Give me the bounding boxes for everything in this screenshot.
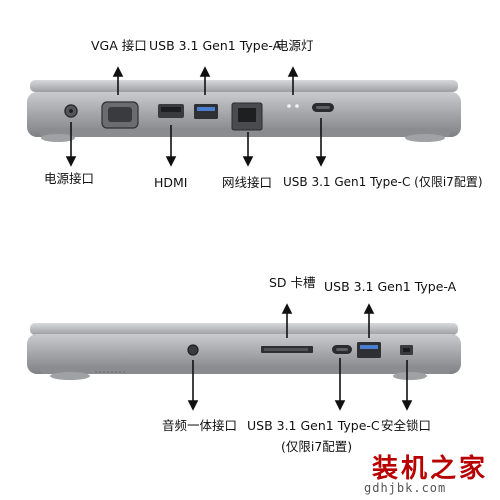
- rubber-foot-right: [405, 134, 445, 142]
- security-lock-slot-inner: [403, 348, 410, 352]
- label-usb-a-port: USB 3.1 Gen1 Type-A: [324, 279, 457, 294]
- label-usb-c-port-note: (仅限i7配置): [281, 439, 353, 454]
- laptop-side-right: [27, 323, 461, 380]
- label-usb-a-port: USB 3.1 Gen1 Type-A: [149, 38, 282, 53]
- laptop-lid: [30, 80, 458, 92]
- label-sd-card-slot: SD 卡槽: [269, 275, 316, 290]
- label-audio-jack: 音频一体接口: [162, 418, 238, 433]
- audio-jack: [187, 344, 199, 356]
- hdmi-port-inner: [161, 107, 181, 112]
- label-vga-port: VGA 接口: [91, 38, 147, 53]
- laptop-lid: [30, 323, 458, 335]
- vga-port-inner: [108, 107, 132, 122]
- laptop-base: [27, 334, 461, 374]
- label-power-led: 电源灯: [276, 38, 314, 53]
- label-power-port: 电源接口: [44, 171, 95, 186]
- watermark-site-name: 装机之家: [372, 454, 489, 484]
- watermark-url: gdhjbk.com: [364, 481, 447, 495]
- sd-card-slot-inner: [264, 348, 308, 351]
- usb-a-port: [357, 342, 381, 358]
- rubber-foot-left: [50, 372, 90, 380]
- usb-a-port-tongue: [360, 345, 378, 349]
- lan-port-inner: [238, 108, 256, 122]
- usb-a-port-tongue: [197, 107, 215, 111]
- rubber-foot-right: [393, 372, 427, 380]
- label-usb-c-port: USB 3.1 Gen1 Type-C: [247, 418, 380, 433]
- rubber-foot-left: [41, 134, 75, 142]
- usb-c-port-inner: [316, 106, 330, 109]
- arrows-top-view: [65, 66, 327, 167]
- label-hdmi-port: HDMI: [154, 175, 188, 190]
- laptop-base-bottom-edge: [40, 366, 450, 374]
- vent-grille: [95, 371, 125, 373]
- label-lan-port: 网线接口: [222, 175, 273, 190]
- laptop-side-left: [27, 80, 461, 142]
- arrows-bottom-view: [187, 303, 413, 411]
- power-port-pin: [69, 109, 73, 113]
- laptop-base-bottom-edge: [40, 128, 450, 137]
- usb-c-port-inner: [336, 348, 348, 351]
- led-indicator-2: [295, 104, 299, 108]
- label-usb-c-port: USB 3.1 Gen1 Type-C (仅限i7配置): [283, 175, 483, 189]
- label-security-lock: 安全锁口: [381, 418, 432, 433]
- led-indicator: [287, 104, 291, 108]
- usb-a-port: [194, 104, 218, 119]
